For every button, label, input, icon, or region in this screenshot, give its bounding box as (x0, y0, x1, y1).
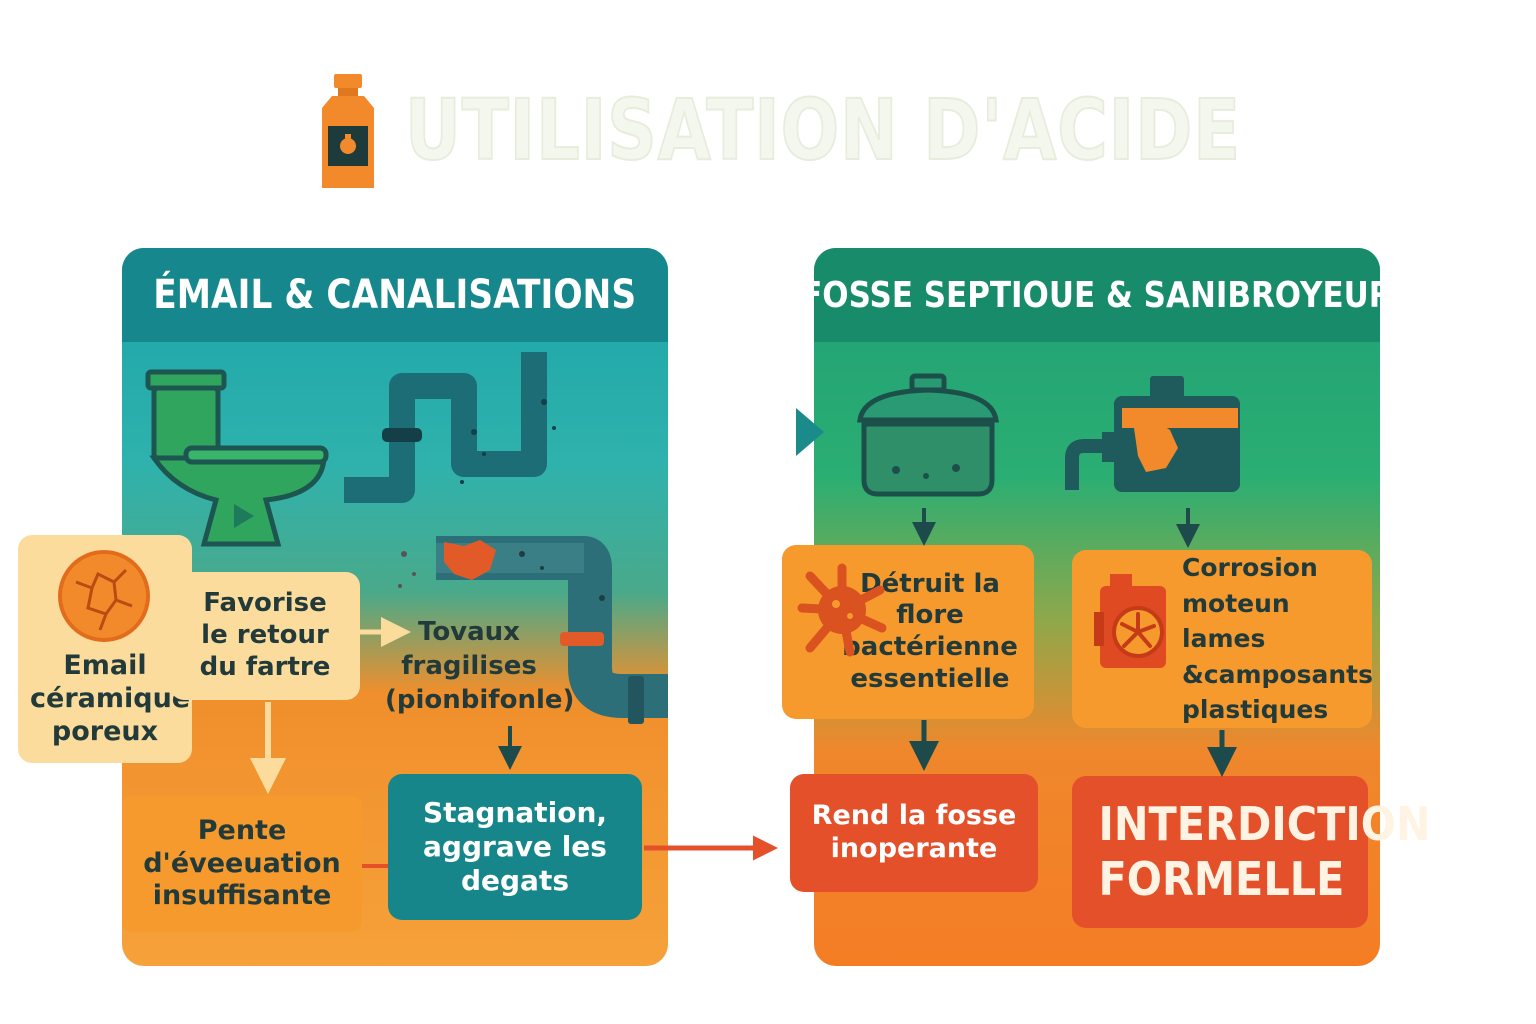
corrosion-text: Corrosion moteun lames &camposants plast… (1182, 553, 1373, 725)
detruit-flore-text: Détruit la flore bactérienne essentielle (842, 568, 1018, 694)
favorise-fartre-box: Favorise le retour du fartre (170, 572, 360, 700)
acid-bottle-icon (318, 74, 378, 188)
septic-tank-icon (856, 372, 1000, 498)
stagnation-text: Stagnation, aggrave les degats (422, 795, 608, 898)
toilet-icon (145, 368, 330, 550)
pente-evacuation-text: Pente d'éveeuation insuffisante (143, 814, 341, 912)
cracked-enamel-icon (56, 548, 152, 644)
interdiction-formelle-text: INTERDICTION FORMELLE (1098, 796, 1431, 906)
corroded-pipe-icon (392, 528, 672, 728)
pipe-icon (334, 342, 574, 503)
motor-corrosion-icon (1094, 572, 1172, 672)
interdiction-formelle-box: INTERDICTION FORMELLE (1072, 776, 1431, 928)
bacteria-icon (796, 562, 888, 658)
right-panel-header: FOSSE SEPTIOUE & SANIBROYEUR (814, 248, 1380, 342)
favorise-fartre-text: Favorise le retour du fartre (199, 588, 331, 682)
rend-fosse-box: Rend la fosse inoperante (790, 774, 1038, 892)
stagnation-box: Stagnation, aggrave les degats (388, 774, 642, 920)
right-panel-header-text: FOSSE SEPTIOUE & SANIBROYEUR (814, 274, 1380, 316)
email-ceramique-text: Email céramique poreux (30, 650, 191, 748)
tuyaux-fragilises-label: Tovaux fragilises (pionbifonle) (385, 617, 575, 715)
pente-evacuation-box: Pente d'éveeuation insuffisante (122, 796, 362, 932)
page-title: UTILISATION D'ACIDE (404, 81, 1241, 179)
left-panel-header: ÉMAIL & CANALISATIONS (122, 248, 668, 342)
email-ceramique-box: Email céramique poreux (18, 535, 192, 763)
sanibroyeur-icon (1065, 372, 1246, 496)
left-panel-header-text: ÉMAIL & CANALISATIONS (153, 272, 637, 318)
rend-fosse-text: Rend la fosse inoperante (811, 800, 1017, 864)
